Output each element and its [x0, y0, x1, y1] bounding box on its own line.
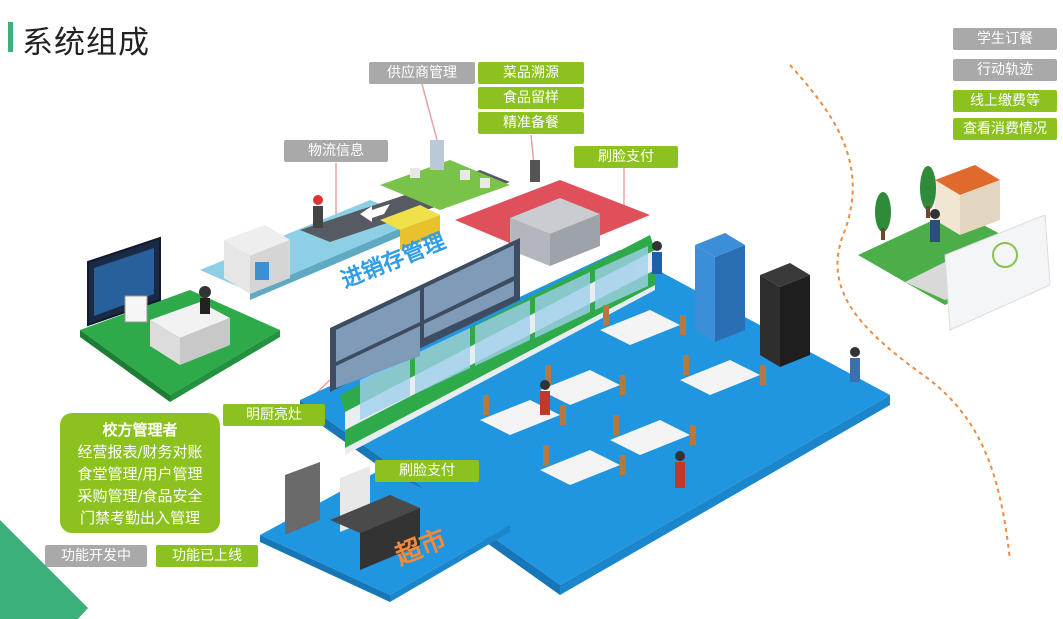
admin-line-4: 门禁考勤出入管理 [79, 509, 200, 527]
tag-logistics-info: 物流信息 [284, 140, 388, 162]
vending-machine [695, 233, 745, 257]
supermarket-shelf [285, 462, 320, 535]
delivery-truck [380, 205, 440, 230]
tag-face-payment-top: 刷脸支付 [574, 146, 678, 168]
tag-dish-traceability: 菜品溯源 [478, 62, 584, 84]
corner-decoration [0, 520, 88, 619]
tag-precise-meal-prep: 精准备餐 [478, 112, 584, 134]
legend-in-development: 功能开发中 [45, 545, 147, 567]
refrigerator [760, 263, 810, 287]
tag-face-payment-bottom: 刷脸支付 [375, 460, 479, 482]
page-title: 系统组成 [22, 25, 150, 61]
checkout-counter [330, 495, 420, 533]
tag-movement-track: 行动轨迹 [953, 59, 1057, 81]
school-admin-panel: 校方管理者 经营报表/财务对账 食堂管理/用户管理 采购管理/食品安全 门禁考勤… [60, 413, 220, 533]
tag-online-payment: 线上缴费等 [953, 90, 1057, 112]
warehouse-building [224, 225, 290, 256]
people [313, 195, 860, 488]
house [935, 180, 960, 235]
tag-open-kitchen: 明厨亮灶 [223, 404, 325, 426]
mobile-app-panel [944, 214, 1051, 331]
tag-supplier-management: 供应商管理 [369, 62, 475, 84]
house-roof [935, 165, 1000, 195]
admin-line-1: 经营报表/财务对账 [77, 443, 203, 461]
title-accent-bar [8, 22, 13, 52]
admin-line-2: 食堂管理/用户管理 [77, 465, 203, 483]
dashed-boundary [789, 64, 1011, 561]
kitchen-stove [510, 198, 600, 234]
admin-line-3: 采购管理/食品安全 [77, 487, 203, 505]
supplier-city [380, 160, 510, 210]
tag-food-sampling: 食品留样 [478, 87, 584, 109]
tag-view-consumption: 查看消费情况 [953, 118, 1057, 140]
legend-online: 功能已上线 [156, 545, 258, 567]
school-admin-title: 校方管理者 [102, 421, 178, 439]
tag-student-ordering: 学生订餐 [953, 28, 1057, 50]
